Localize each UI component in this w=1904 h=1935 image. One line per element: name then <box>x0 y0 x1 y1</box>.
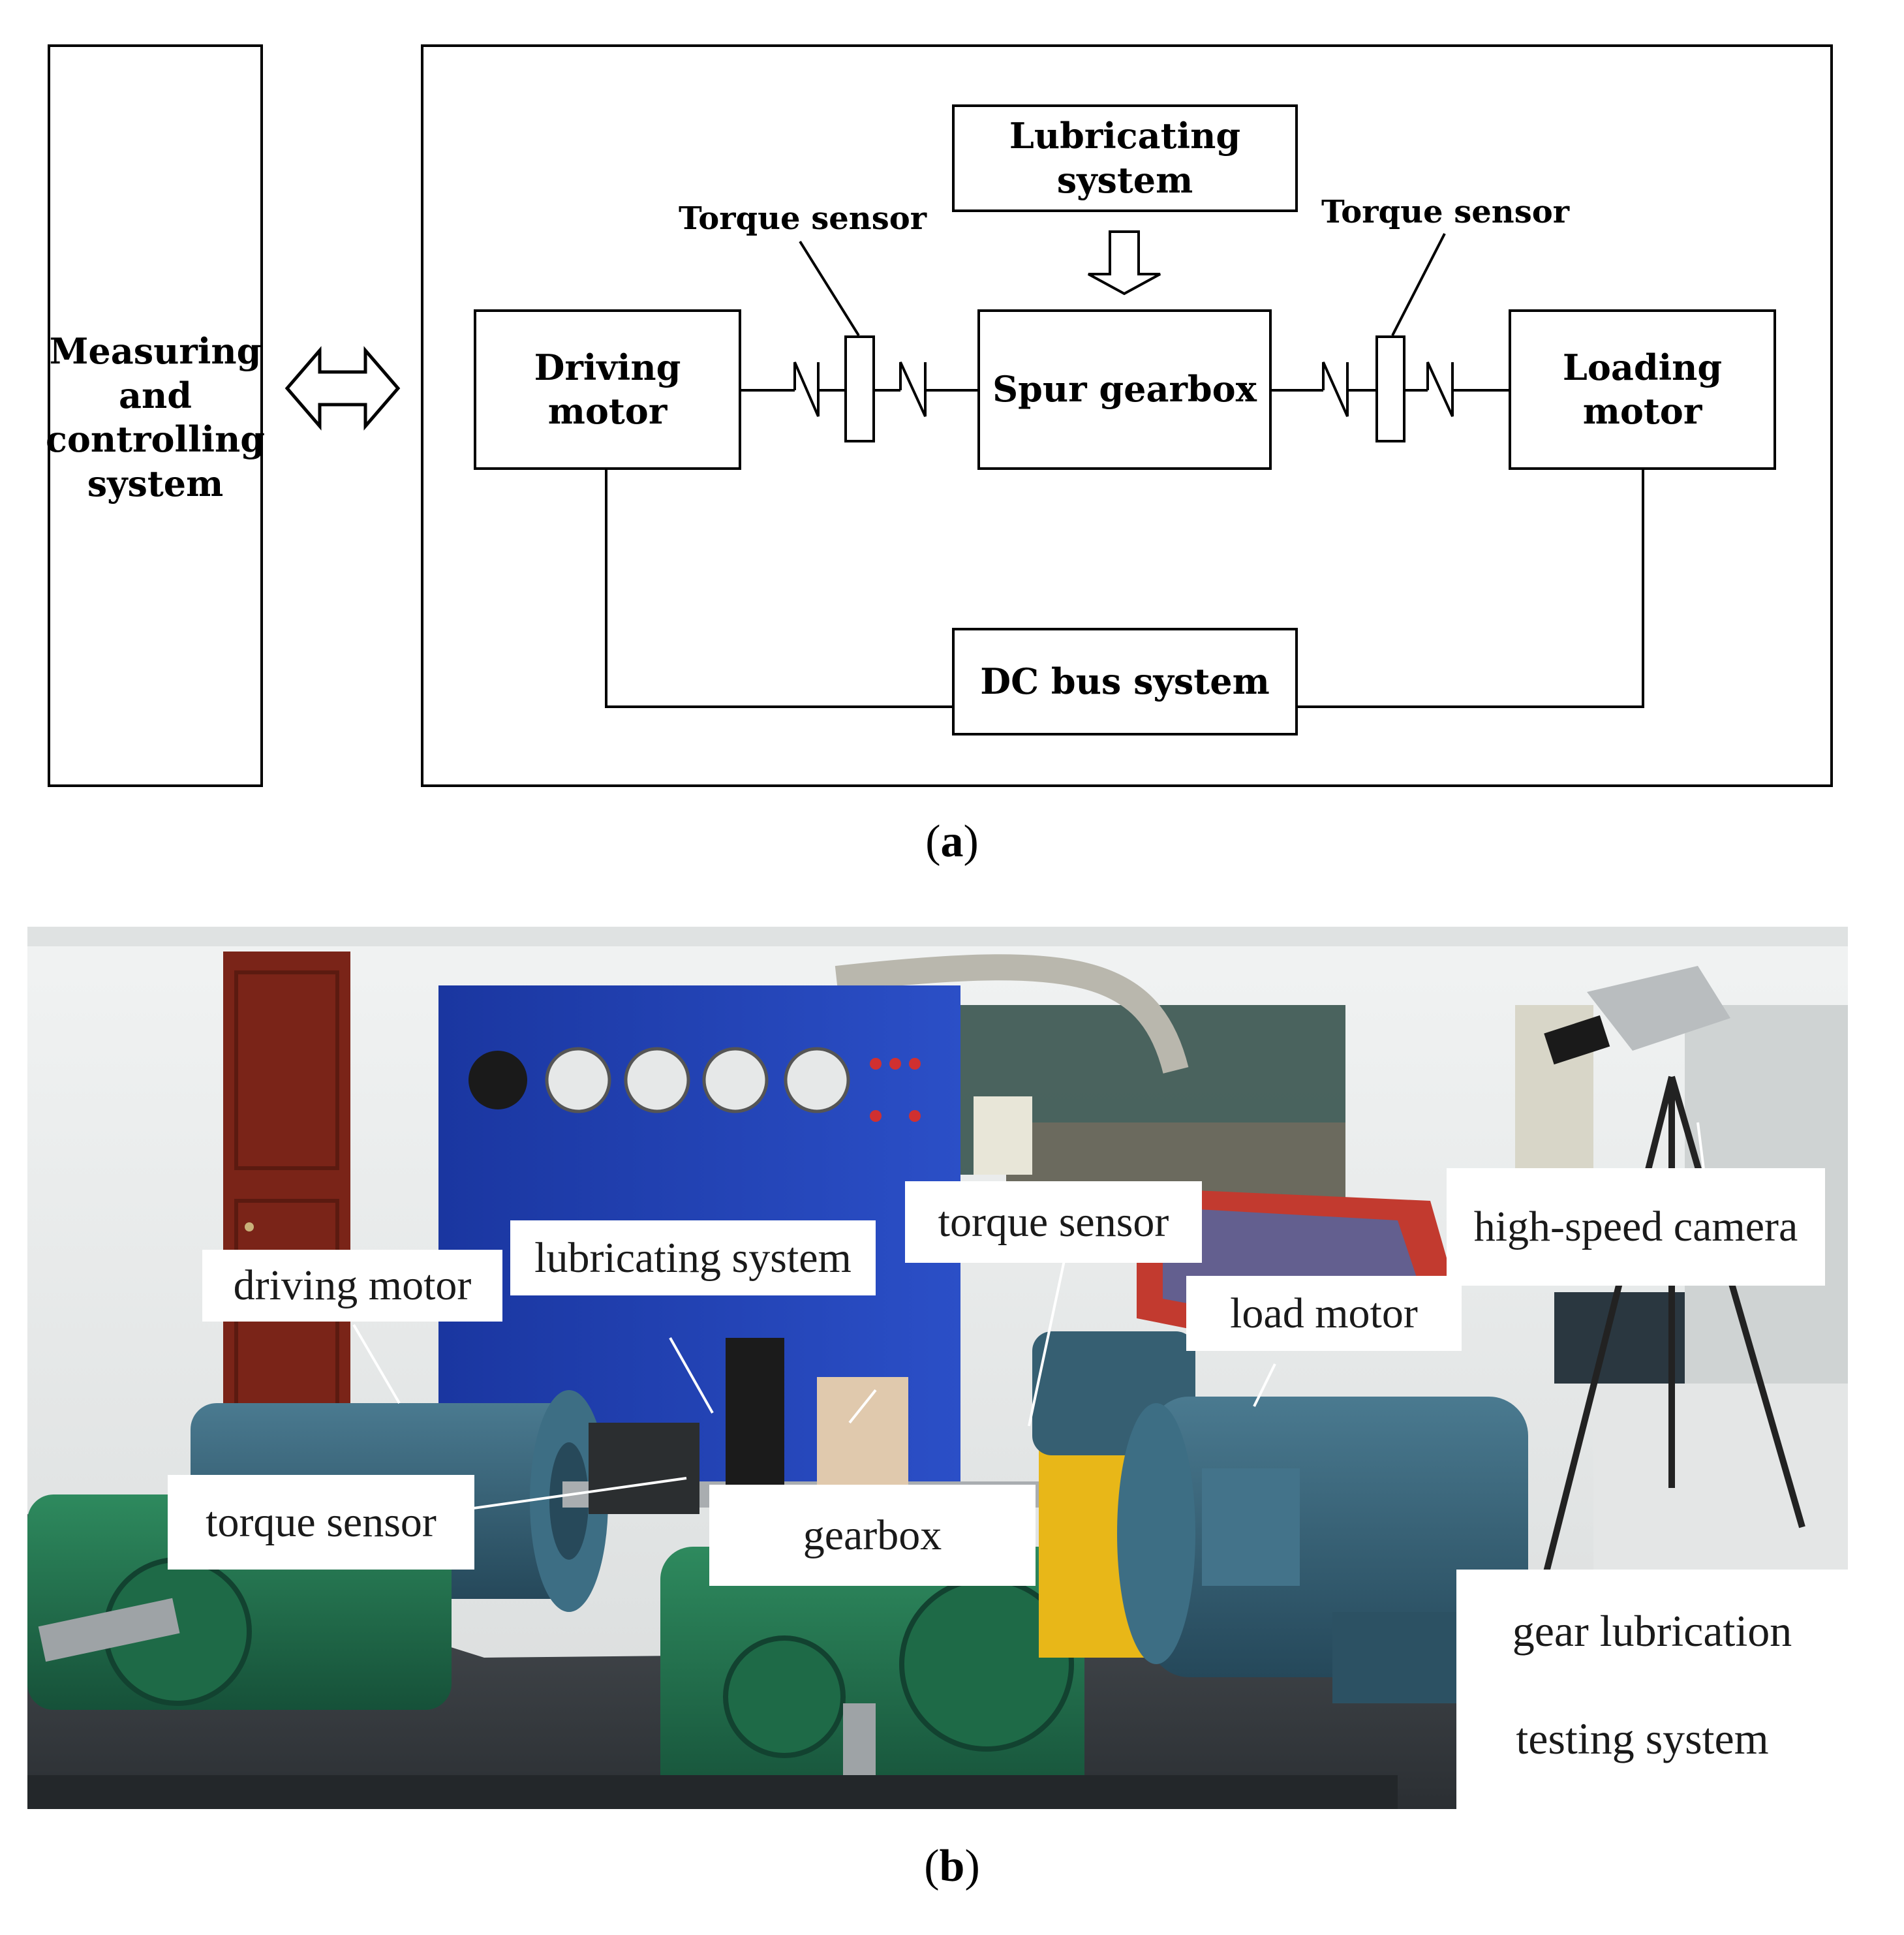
loading-motor-label: Loading motor <box>1562 346 1723 433</box>
load-motor-object <box>1117 1397 1528 1703</box>
photo-label-load-motor: load motor <box>1186 1276 1462 1351</box>
spur-gearbox-label: Spur gearbox <box>992 368 1257 410</box>
system-label-line-2: testing system <box>1516 1714 1769 1763</box>
photo-label-torque-sensor-top: torque sensor <box>905 1181 1202 1263</box>
photo-label-torque-sensor-bottom: torque sensor <box>168 1475 474 1570</box>
torque-sensor-right-label: Torque sensor <box>1321 194 1570 230</box>
photo-label-lubricating-system: lubricating system <box>510 1220 876 1295</box>
lubricating-system-box <box>952 104 1298 212</box>
photo-label-high-speed-camera: high-speed camera <box>1447 1168 1825 1286</box>
photo-label-driving-motor: driving motor <box>202 1250 502 1322</box>
dc-bus-system-label: DC bus system <box>980 660 1270 702</box>
drivetrain-schematic <box>605 230 1644 708</box>
driving-motor-box <box>474 309 741 470</box>
dc-bus-system-box <box>952 628 1298 735</box>
measuring-controlling-box <box>48 44 263 787</box>
panel-b-photo: driving motor lubricating system torque … <box>27 927 1848 1809</box>
spur-gearbox-box <box>977 309 1272 470</box>
system-label-line-1: gear lubrication <box>1512 1606 1792 1656</box>
bidirectional-arrow <box>284 346 401 431</box>
caption-b: (b) <box>924 1841 980 1891</box>
torque-sensor-left-label: Torque sensor <box>679 200 927 237</box>
photo-label-gearbox: gearbox <box>709 1485 1036 1586</box>
photo-label-gear-lubrication-testing-system: gear lubrication testing system <box>1456 1570 1848 1809</box>
caption-a: (a) <box>925 816 979 867</box>
lubricating-system-label: Lubricating system <box>1009 115 1241 201</box>
driving-motor-label: Driving motor <box>534 346 681 433</box>
door <box>223 952 350 1487</box>
measuring-controlling-label: Measuring and controlling system <box>45 330 266 504</box>
loading-motor-box <box>1509 309 1776 470</box>
main-green-gearbox <box>660 1547 1084 1808</box>
